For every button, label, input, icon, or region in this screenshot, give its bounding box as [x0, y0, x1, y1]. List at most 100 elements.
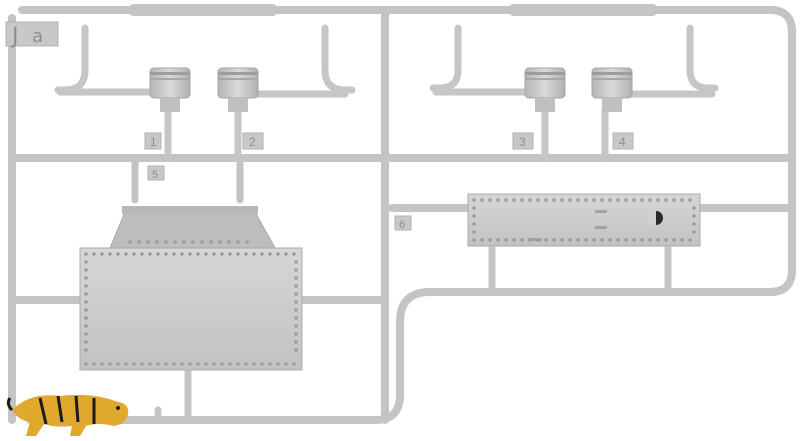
- rivet: [680, 238, 684, 242]
- rivet: [284, 362, 288, 366]
- rivet: [592, 238, 596, 242]
- rivet: [196, 362, 200, 366]
- rivet: [245, 240, 249, 244]
- sprue-letter-main: J: [10, 24, 19, 49]
- rivet: [84, 348, 88, 352]
- rivet: [600, 238, 604, 242]
- rivet: [124, 252, 128, 256]
- top-gates: [128, 4, 658, 16]
- rivet: [496, 198, 500, 202]
- rivet: [568, 238, 572, 242]
- rivet: [504, 198, 508, 202]
- rivet: [616, 238, 620, 242]
- rivet: [520, 238, 524, 242]
- rivet: [132, 252, 136, 256]
- rivet: [294, 324, 298, 328]
- rivet: [512, 238, 516, 242]
- rivet: [92, 362, 96, 366]
- rivet: [164, 252, 168, 256]
- part-number-tags: [144, 132, 634, 231]
- part-number-5: 5: [152, 169, 158, 181]
- rivet: [244, 252, 248, 256]
- rivet: [294, 260, 298, 264]
- rivet: [692, 214, 696, 218]
- rivet: [488, 198, 492, 202]
- rivet: [212, 362, 216, 366]
- rivet: [294, 316, 298, 320]
- rivet: [128, 240, 132, 244]
- rivet: [84, 292, 88, 296]
- rivet: [140, 252, 144, 256]
- rivet: [140, 362, 144, 366]
- rivet: [608, 238, 612, 242]
- rivet: [616, 198, 620, 202]
- rivet: [552, 238, 556, 242]
- rivet: [472, 230, 476, 234]
- rivet: [648, 198, 652, 202]
- rivet: [488, 238, 492, 242]
- rivet: [84, 332, 88, 336]
- rivet: [172, 252, 176, 256]
- rivet: [116, 252, 120, 256]
- rivet: [584, 198, 588, 202]
- piston-part-4: [591, 67, 633, 112]
- rivet: [172, 362, 176, 366]
- rivet: [294, 300, 298, 304]
- piston-part-1: [149, 67, 191, 112]
- rivet: [146, 240, 150, 244]
- rivet: [560, 198, 564, 202]
- rivet: [480, 238, 484, 242]
- rivet: [624, 198, 628, 202]
- rivet: [576, 198, 580, 202]
- long-panel-part-6: [467, 193, 701, 247]
- rivet: [236, 240, 240, 244]
- rivet: [156, 362, 160, 366]
- rivet: [204, 252, 208, 256]
- rivet: [148, 252, 152, 256]
- rivet: [472, 198, 476, 202]
- rivet: [268, 252, 272, 256]
- rivet: [132, 362, 136, 366]
- rivet: [688, 238, 692, 242]
- plate-gate-posts: [131, 154, 672, 424]
- rivet: [292, 252, 296, 256]
- rivet: [182, 240, 186, 244]
- rivet: [664, 198, 668, 202]
- rivet: [528, 198, 532, 202]
- part-number-6: 6: [399, 219, 405, 231]
- rivet: [155, 240, 159, 244]
- rivet: [632, 238, 636, 242]
- rivet: [84, 260, 88, 264]
- rivet: [672, 238, 676, 242]
- rivet: [294, 340, 298, 344]
- rivet: [512, 198, 516, 202]
- rivet: [228, 252, 232, 256]
- rivet: [100, 362, 104, 366]
- tiger-logo-icon: [6, 394, 129, 436]
- long-panel-rivets: [472, 198, 696, 242]
- rivet: [294, 292, 298, 296]
- rivet: [260, 252, 264, 256]
- rivet: [188, 252, 192, 256]
- rivet: [276, 362, 280, 366]
- rivet: [156, 252, 160, 256]
- rivet: [218, 240, 222, 244]
- part-number-1: 1: [150, 135, 157, 149]
- rivet: [236, 252, 240, 256]
- rivet: [560, 238, 564, 242]
- rivet: [592, 198, 596, 202]
- rivet: [244, 362, 248, 366]
- rivet: [84, 252, 88, 256]
- rivet: [84, 362, 88, 366]
- rivet: [504, 238, 508, 242]
- rivet: [260, 362, 264, 366]
- rivet: [220, 252, 224, 256]
- rivet: [84, 308, 88, 312]
- rivet: [664, 238, 668, 242]
- rivet: [268, 362, 272, 366]
- rivet: [84, 300, 88, 304]
- rivet: [544, 238, 548, 242]
- rivet: [180, 362, 184, 366]
- rivet: [520, 198, 524, 202]
- rivet: [294, 308, 298, 312]
